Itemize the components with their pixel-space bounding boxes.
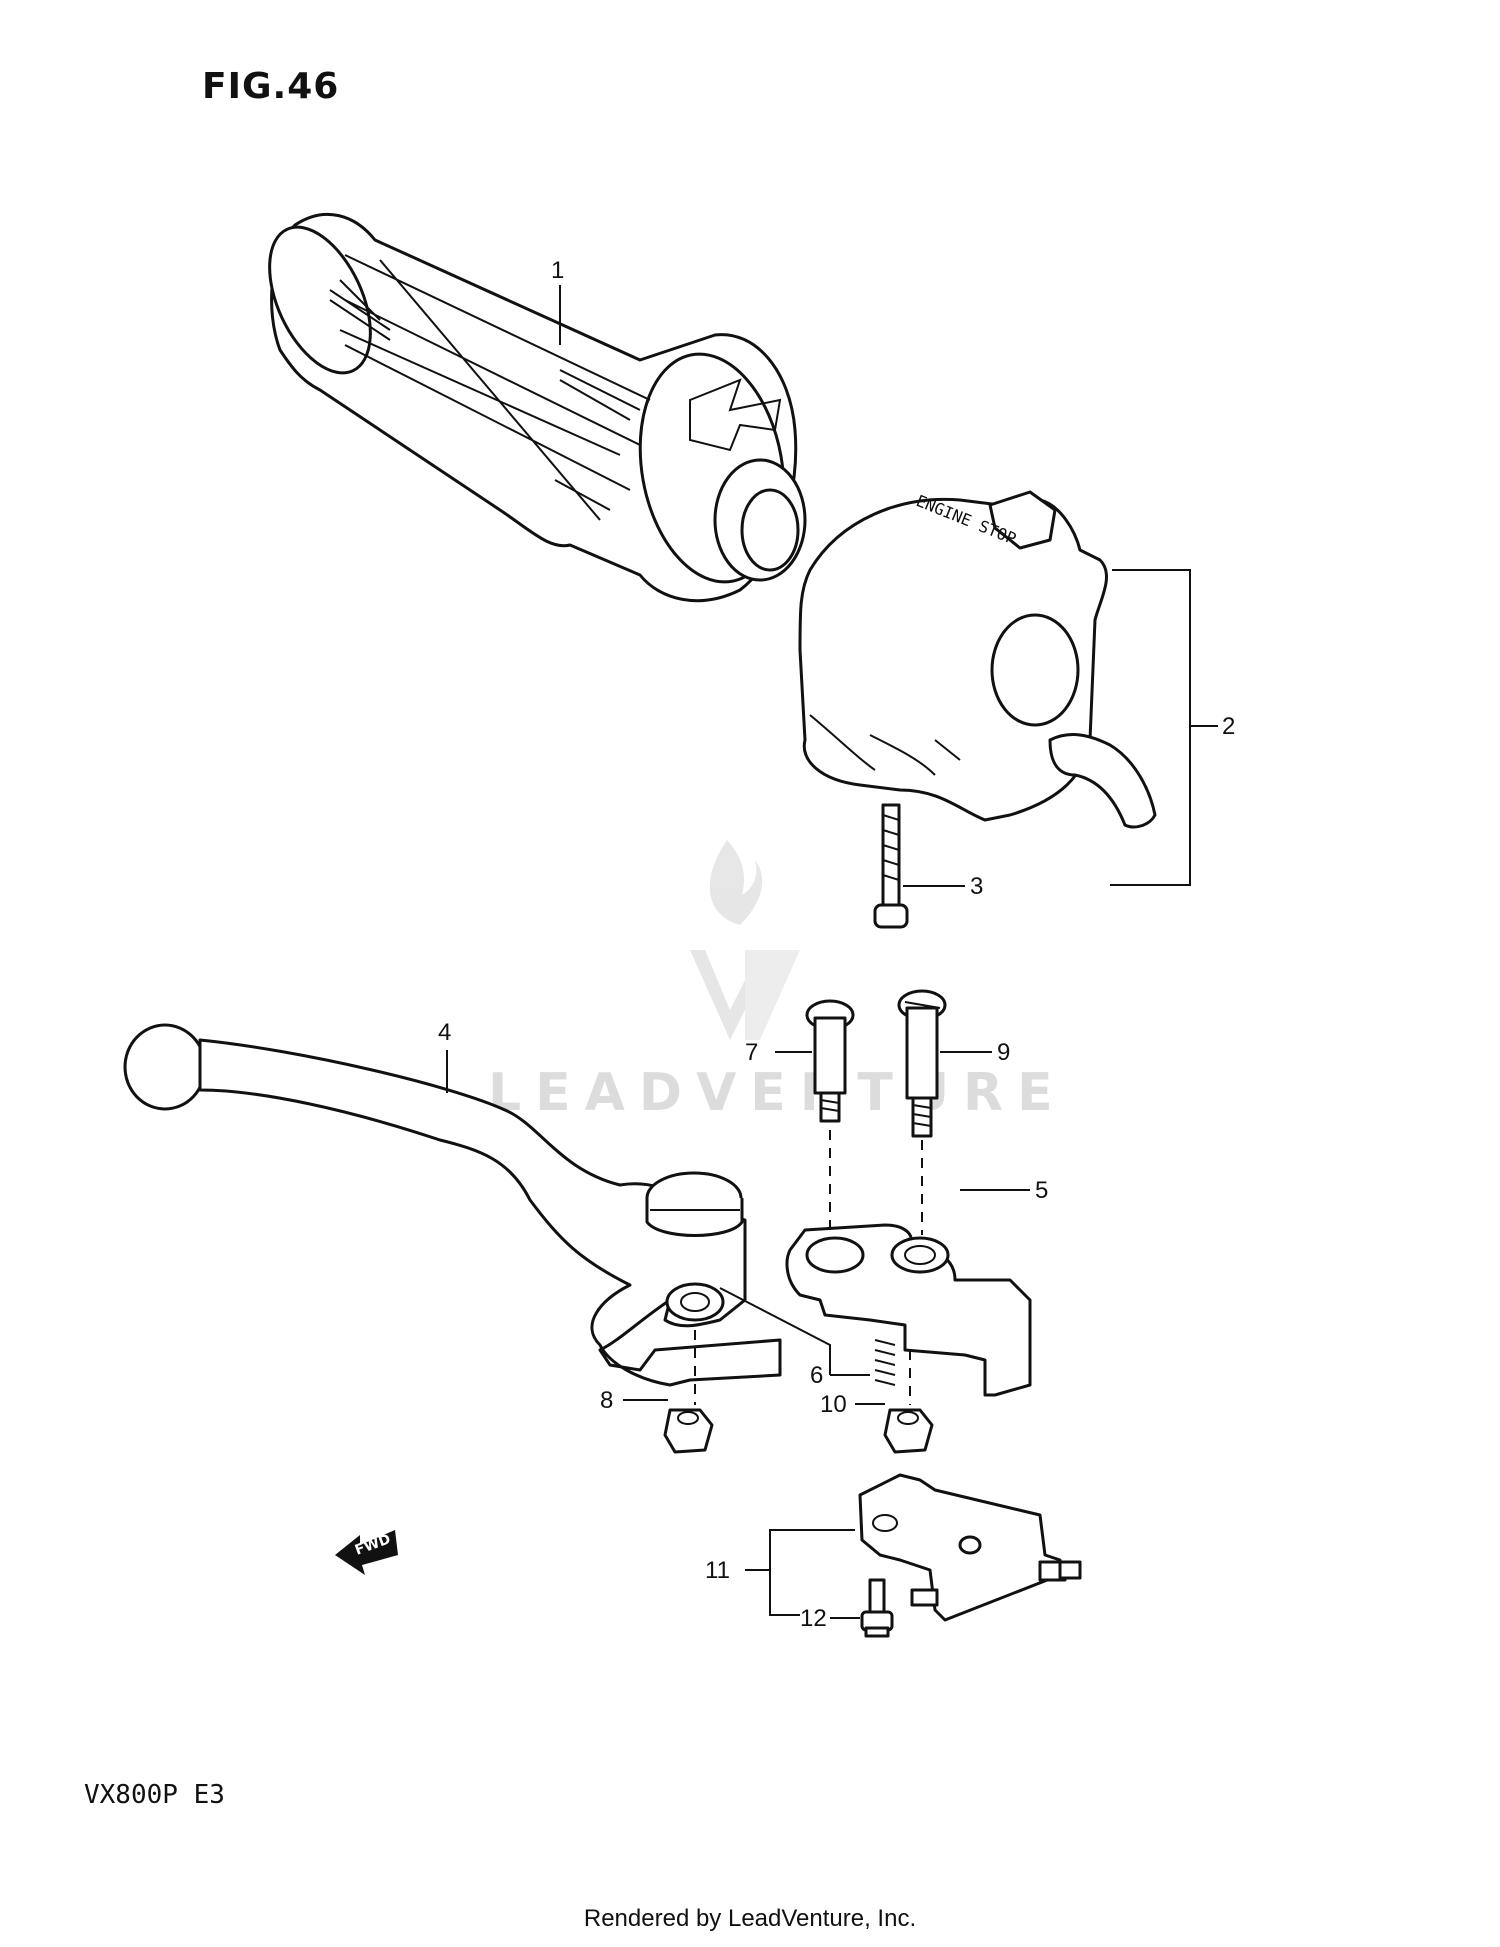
model-code: VX800P E3 [84, 1780, 225, 1810]
switch-mount-screw [860, 1578, 894, 1638]
callout-11: 11 [705, 1557, 730, 1584]
brake-lever [123, 1023, 831, 1387]
lever-spring [874, 1339, 896, 1386]
pivot-bolt [805, 999, 855, 1123]
brake-light-switch [858, 1473, 1082, 1622]
handlebar-switch-assembly: ENGINE STOP [798, 490, 1157, 829]
leadventure-watermark: LEADVENTURE [488, 840, 1067, 1123]
callout-4: 4 [438, 1019, 451, 1046]
callout-7: 7 [745, 1039, 758, 1066]
callout-6: 6 [810, 1362, 823, 1389]
callout-8: 8 [600, 1387, 613, 1414]
callout-9: 9 [997, 1039, 1010, 1066]
slotted-pivot-bolt [897, 989, 947, 1138]
callout-10: 10 [820, 1391, 847, 1418]
callout-1: 1 [551, 257, 564, 284]
watermark-text: LEADVENTURE [488, 1063, 1067, 1123]
lever-bracket [785, 1223, 1032, 1397]
callout-3: 3 [970, 873, 983, 900]
switch-screw [873, 803, 909, 929]
throttle-grip [268, 212, 807, 603]
callout-12: 12 [800, 1605, 827, 1632]
callout-2: 2 [1222, 713, 1235, 740]
footer-credit: Rendered by LeadVenture, Inc. [583, 1905, 917, 1932]
bracket-nut [883, 1408, 934, 1454]
figure-title: FIG.46 [202, 66, 340, 107]
lever-nut [663, 1408, 714, 1454]
fwd-arrow-icon: FWD [335, 1530, 398, 1575]
callout-5: 5 [1035, 1177, 1048, 1204]
